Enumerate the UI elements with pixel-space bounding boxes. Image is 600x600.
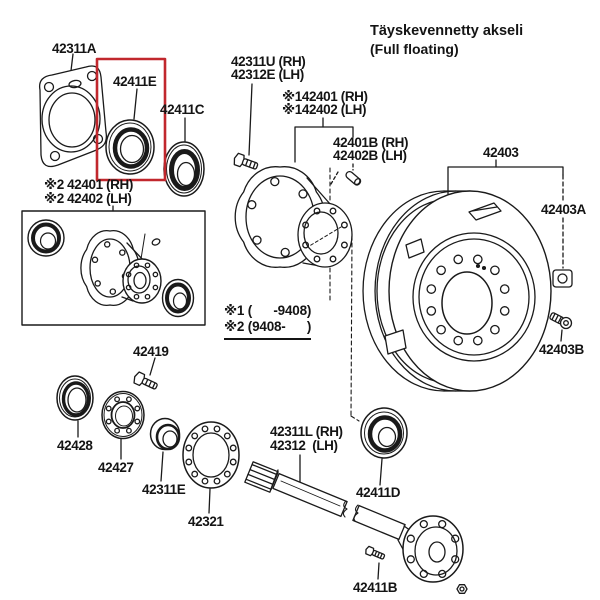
part-label-42312-lh: 42312 (LH) (270, 438, 338, 453)
axle-shaft-drawing (244, 454, 464, 583)
part-label-42312e-lh: 42312E (LH) (231, 67, 304, 82)
part-label-42401-rh: ※2 42401 (RH) (44, 177, 133, 192)
part-label-42403a: 42403A (541, 202, 586, 217)
locknut-42427-drawing (101, 390, 145, 460)
knock-pin-42401B-drawing (330, 163, 362, 186)
note-line-2: ※2 (9408- ) (224, 319, 312, 334)
highlight-box-42411E (95, 57, 167, 182)
part-label-hub-42402-lh: ※142402 (LH) (282, 102, 367, 117)
diagram-title-english: (Full floating) (370, 41, 459, 57)
bearing-42411C-drawing (163, 117, 205, 197)
bolt-42403B-drawing (549, 312, 573, 342)
bolt-42419-drawing (133, 357, 158, 390)
bearing-42411D-drawing (360, 407, 408, 486)
gasket-42321-drawing (182, 421, 240, 514)
part-label-42311e: 42311E (142, 482, 186, 497)
brake-drum-42403-drawing (362, 159, 564, 392)
part-label-42419: 42419 (133, 344, 169, 359)
small-nut-drawing (456, 584, 468, 594)
bolt-42411B-drawing (365, 545, 386, 580)
oil-seal-42411E-drawing (105, 88, 155, 175)
retainer-42428-drawing (56, 375, 94, 438)
axle-hub-assembly-drawing (234, 117, 354, 268)
part-label-42411d: 42411D (356, 485, 401, 500)
part-label-42401b-rh: 42401B (RH) (333, 135, 409, 150)
production-date-note: ※1 ( -9408) ※2 (9408- ) (224, 303, 311, 340)
part-label-42402b-lh: 42402B (LH) (333, 148, 407, 163)
hub-subassembly-box-drawing (21, 205, 206, 326)
clip-42403A-drawing (552, 217, 573, 288)
part-label-42311a: 42311A (52, 41, 97, 56)
part-label-42311u-rh: 42311U (RH) (231, 54, 306, 69)
part-label-42411c: 42411C (160, 102, 205, 117)
part-label-42321: 42321 (188, 514, 224, 529)
part-label-42311l-rh: 42311L (RH) (270, 424, 343, 439)
part-label-42402-lh: ※2 42402 (LH) (44, 191, 132, 206)
part-label-hub-42401-rh: ※142401 (RH) (282, 89, 368, 104)
hub-bolt-42311U-drawing (233, 83, 259, 170)
part-label-42428: 42428 (57, 438, 93, 453)
retainer-plate-42311A-drawing (38, 53, 108, 168)
diagram-title-finnish: Täyskevennetty akseli (370, 23, 524, 39)
part-label-42403: 42403 (483, 145, 519, 160)
part-label-42427: 42427 (98, 460, 134, 475)
part-label-42411e: 42411E (113, 74, 157, 89)
note-line-1: ※1 ( -9408) (224, 303, 312, 318)
part-label-42403b: 42403B (539, 342, 584, 357)
washer-42311E-drawing (149, 417, 181, 482)
part-label-42411b: 42411B (353, 580, 398, 595)
assembly-dashed-links (329, 167, 360, 422)
